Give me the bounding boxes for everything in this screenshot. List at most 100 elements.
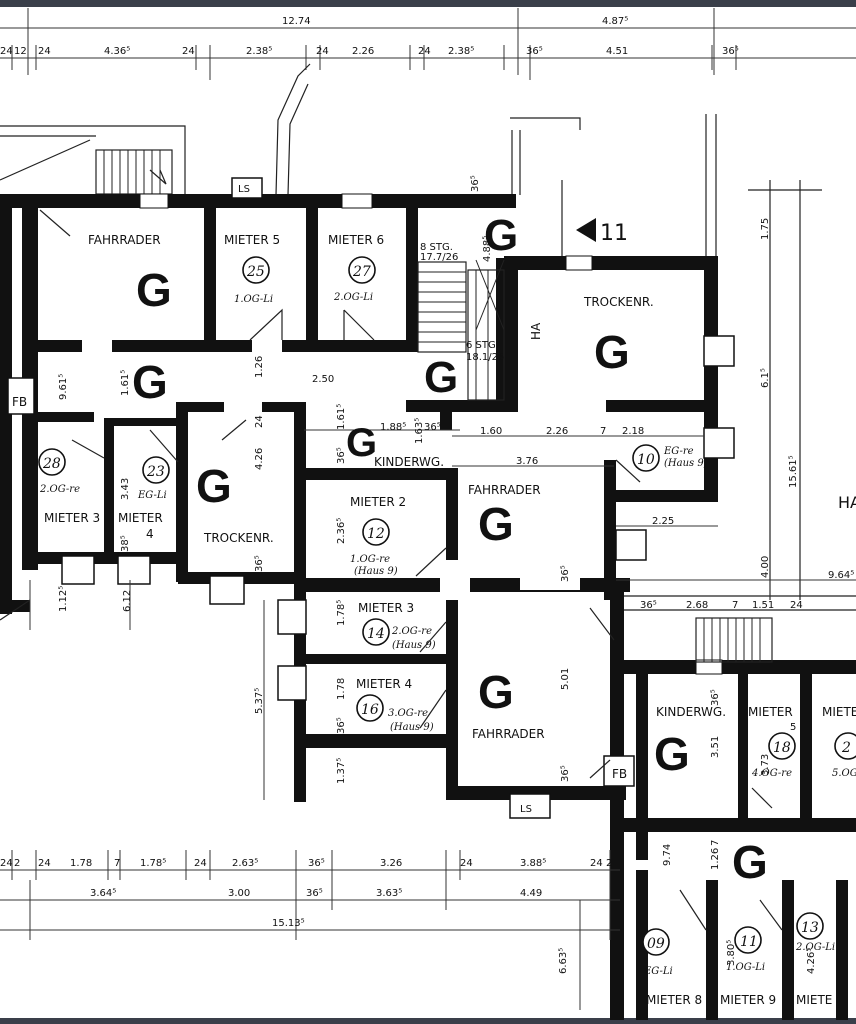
window-bottom-bar: [0, 1018, 856, 1024]
dim-row-2: 12: [14, 46, 27, 57]
dim-label: 1.61⁵: [120, 370, 131, 396]
g-marker: G: [484, 211, 518, 260]
room-label: FAHRRADER: [468, 483, 541, 497]
dim-label: 7: [336, 658, 347, 664]
circle-number: 12: [367, 526, 385, 542]
dim-label: 2.36⁵: [336, 518, 347, 544]
g-marker: G: [346, 421, 377, 465]
room-label: 5: [790, 722, 796, 733]
note: (Haus 9): [390, 722, 434, 733]
dim-row-6: 2.38⁵: [246, 46, 272, 57]
dim-bottom: 36⁵: [306, 888, 323, 899]
circle-number: 25: [246, 264, 265, 280]
dim-label: 24: [254, 415, 265, 428]
g-marker: G: [136, 264, 172, 316]
dim-bottom: 2: [606, 858, 612, 869]
dim-row-12: 4.51: [606, 46, 628, 57]
dim-row-13: 36⁵: [722, 46, 739, 57]
window-top-bar: [0, 0, 856, 7]
dim-label: 36⁵: [640, 600, 657, 611]
room-label: MIETER 6: [328, 233, 384, 247]
g-marker: G: [654, 728, 690, 780]
circle-number: 13: [801, 920, 819, 936]
room-label: MIETER: [118, 511, 163, 525]
note: (Haus 9): [392, 640, 436, 651]
note: 1.OG-Li: [234, 294, 273, 305]
note: 1.OG-re: [350, 554, 390, 565]
dim-label: 1.60: [480, 426, 502, 437]
dim-bottom: 3.00: [228, 888, 250, 899]
dim-bottom: 7: [114, 858, 120, 869]
room-label: FB: [612, 767, 627, 781]
bottom-dimension-texts: 24 2 24 1.78 7 1.78⁵ 24 2.63⁵ 36⁵ 3.26 2…: [0, 858, 612, 974]
dim-label: 2.50: [312, 374, 334, 385]
dim-label: 36⁵: [560, 765, 571, 782]
room-label: MIETER 5: [224, 233, 280, 247]
room-label: TROCKENR.: [583, 295, 654, 309]
dim-label: 36⁵: [710, 689, 721, 706]
dim-row-5: 24: [182, 46, 195, 57]
dim-row-1: 24: [0, 46, 13, 57]
note: EG-Li: [137, 490, 167, 501]
dim-label: 4.26⁵: [806, 948, 817, 974]
dim-label: 2.18: [622, 426, 644, 437]
room-label: 17.7/26: [420, 252, 458, 263]
dim-label: 1.78⁵: [336, 600, 347, 626]
g-marker: G: [594, 326, 630, 378]
room-label: FAHRRADER: [88, 233, 161, 247]
dim-bottom: 4.49: [520, 888, 542, 899]
top-dimension-lines: [0, 8, 856, 80]
dim-label: 1.37⁵: [336, 758, 347, 784]
dim-row-3: 24: [38, 46, 51, 57]
dim-label: 36⁵: [336, 717, 347, 734]
note: 1.OG-Li: [726, 962, 765, 973]
dim-top-1: 12.74: [282, 16, 311, 27]
dim-label: 3.51: [710, 736, 721, 758]
note: EG-Li: [643, 966, 673, 977]
dim-bottom: 1.78⁵: [140, 858, 166, 869]
room-label: MIETER: [748, 705, 793, 719]
dim-label: 1.78: [336, 678, 347, 700]
dim-bottom: 24: [194, 858, 207, 869]
dim-bottom: 2: [14, 858, 20, 869]
dim-bottom: 24: [590, 858, 603, 869]
room-label: LS: [238, 184, 250, 195]
section-arrow: 11: [576, 218, 628, 246]
dim-label: 5.37⁵: [254, 688, 265, 714]
dim-label: 4.26: [254, 448, 265, 470]
dim-label: 1.12⁵: [58, 586, 69, 612]
room-label: MIETER 3: [358, 601, 414, 615]
dim-label: 3.43: [120, 478, 131, 500]
dim-bottom: 36⁵: [308, 858, 325, 869]
dim-label: 1.75: [760, 218, 771, 240]
dim-top-2: 4.87⁵: [602, 16, 628, 27]
misc-dimensions: 36⁵ 4.88⁵ 1.75 6.1⁵ 15.61⁵ 9.61⁵ 1.61⁵ 1…: [58, 175, 854, 974]
dim-row-10: 2.38⁵: [448, 46, 474, 57]
dim-label: 4.00: [760, 556, 771, 578]
dim-label: 3.80⁵: [726, 940, 737, 966]
dim-label: 6.1⁵: [760, 368, 771, 388]
dim-row-7: 24: [316, 46, 329, 57]
g-marker: G: [478, 498, 514, 550]
door-swings: [0, 209, 783, 931]
dim-row-4: 4.36⁵: [104, 46, 130, 57]
dim-bottom-total: 15.13⁵: [272, 918, 305, 929]
apartment-circles: 25 27 28 23 12 14 16 10 18 09 11 13 2: [38, 256, 856, 956]
dim-bottom: 24: [0, 858, 13, 869]
walls: [0, 194, 856, 1020]
circle-number: 11: [740, 934, 758, 950]
dim-label: 1.51: [752, 600, 774, 611]
dim-bottom-side: 6.63⁵: [558, 948, 569, 974]
circle-number: 28: [42, 456, 61, 472]
dim-label: 2.26: [546, 426, 568, 437]
dim-label: 36⁵: [336, 447, 347, 464]
exterior-lines-upper: [0, 63, 822, 600]
dim-bottom: 3.26: [380, 858, 402, 869]
mid-dimension-lines: [29, 429, 856, 800]
dim-label: 9.61⁵: [58, 374, 69, 400]
room-label: MIETER 3: [44, 511, 100, 525]
room-label: HA: [838, 493, 856, 512]
dim-bottom: 3.63⁵: [376, 888, 402, 899]
dim-bottom: 24: [38, 858, 51, 869]
